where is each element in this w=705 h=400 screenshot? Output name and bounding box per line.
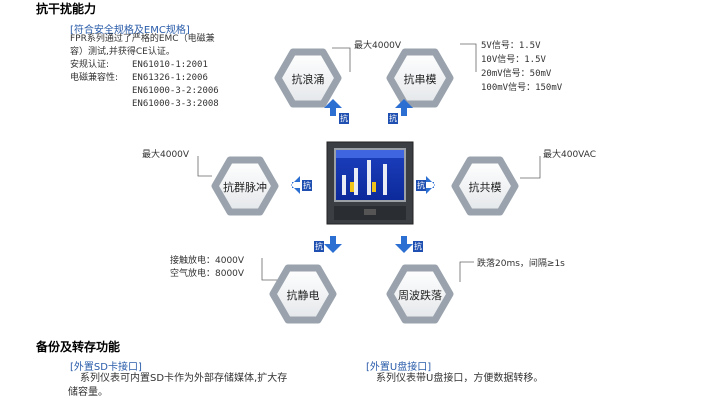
spec-burst: 最大4000V <box>142 150 190 160</box>
arrow-down-left <box>324 236 342 253</box>
leader-series <box>460 43 477 72</box>
emc-standard-2: EN61000-3-2:2006 <box>132 86 219 96</box>
section-title-immunity: 抗干扰能力 <box>36 2 97 16</box>
hex-label-esd: 抗静电 <box>286 289 320 302</box>
hex-surge <box>274 48 342 108</box>
spec-common: 最大400VAC <box>543 150 597 160</box>
spec-series-2: 10V信号：1.5V <box>481 55 546 65</box>
arrow-label-right: 抗 <box>416 180 426 191</box>
arrow-label-left: 抗 <box>302 180 312 191</box>
arrow-label-up-left: 抗 <box>339 113 349 124</box>
arrow-down-right <box>395 236 413 253</box>
hex-label-dip: 周波跌落 <box>398 289 442 302</box>
arrow-label-down-right: 抗 <box>413 241 423 252</box>
leader-surge <box>332 47 351 72</box>
spec-series-3: 20mV信号：50mV <box>481 69 552 79</box>
hex-label-common: 抗共模 <box>468 181 502 194</box>
safety-desc-line1: FPR系列通过了严格的EMC（电磁兼 <box>70 34 215 44</box>
usb-title: [外置U盘接口] <box>366 362 432 373</box>
leader-common <box>520 156 541 179</box>
hex-label-surge: 抗浪涌 <box>291 73 325 86</box>
arrow-label-up-right: 抗 <box>388 113 398 124</box>
arrow-up-right <box>395 99 413 116</box>
arrow-label-down-left: 抗 <box>314 241 324 252</box>
spec-series-4: 100mV信号：150mV <box>481 83 563 93</box>
safety-cert-value: EN61010-1:2001 <box>132 60 208 70</box>
hex-burst <box>211 156 279 216</box>
emc-standard-1: EN61326-1:2006 <box>132 73 208 83</box>
usb-text: 系列仪表带U盘接口，方便数据转移。 <box>376 373 544 384</box>
leader-burst <box>197 156 212 177</box>
spec-surge: 最大4000V <box>354 41 402 51</box>
spec-esd-air: 空气放电：8000V <box>170 269 245 279</box>
emc-label: 电磁兼容性: <box>70 73 119 83</box>
hex-series <box>386 48 454 108</box>
hex-common <box>451 156 519 216</box>
arrow-up-left <box>324 99 342 116</box>
safety-title: [符合安全规格及EMC规格] <box>70 25 190 36</box>
spec-dip: 跌落20ms，间隔≥1s <box>477 259 565 269</box>
safety-cert-label: 安规认证: <box>70 60 110 70</box>
leader-esd <box>261 258 278 281</box>
sd-text-line2: 储容量。 <box>68 387 108 398</box>
hex-label-burst: 抗群脉冲 <box>223 181 267 194</box>
sd-text-line1: 系列仪表可内置SD卡作为外部存储媒体,扩大存 <box>80 373 288 384</box>
spec-esd-contact: 接触放电：4000V <box>170 256 245 266</box>
emc-standard-3: EN61000-3-3:2008 <box>132 99 219 109</box>
hex-dip <box>386 264 454 324</box>
spec-series-1: 5V信号：1.5V <box>481 41 541 51</box>
recorder-device <box>326 141 414 225</box>
arrows <box>291 99 435 253</box>
sd-title: [外置SD卡接口] <box>70 362 142 373</box>
arrow-right <box>426 176 435 194</box>
hex-esd <box>269 264 337 324</box>
arrow-left <box>291 176 300 194</box>
safety-desc-line2: 容）测试,并获得CE认证。 <box>70 47 175 57</box>
hex-label-series: 抗串模 <box>403 73 437 86</box>
leader-dip <box>459 261 474 282</box>
section-title-backup: 备份及转存功能 <box>36 340 121 354</box>
